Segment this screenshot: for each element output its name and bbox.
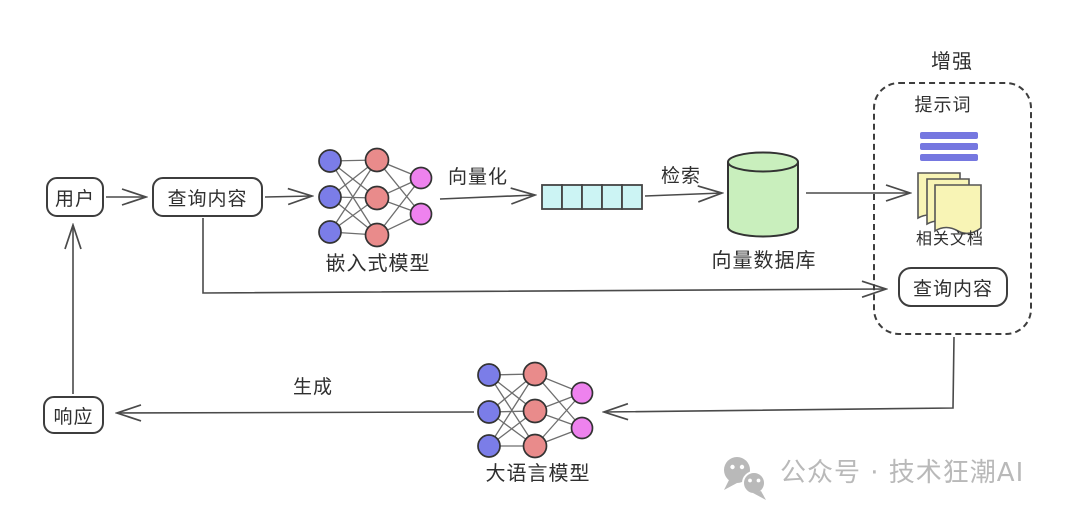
llm-network-icon: [477, 361, 594, 459]
generate-label: 生成: [292, 376, 333, 398]
wechat-icon: [724, 457, 766, 500]
vectorize-label: 向量化: [447, 166, 508, 188]
augment-group-box: [873, 82, 1032, 335]
related-docs-label: 相关文档: [915, 229, 984, 248]
arrow-query-to-embedding: [264, 196, 312, 197]
documents-stack-icon: [917, 172, 982, 235]
node-query-label: 查询内容: [167, 187, 248, 210]
arrow-embedding-to-vector: [439, 195, 535, 199]
arrow-augment-to-llm: [604, 336, 955, 412]
prompt-lines-icon: [920, 132, 978, 161]
arrow-llm-to-response: [117, 412, 475, 413]
node-user-label: 用户: [54, 187, 95, 210]
embedding-network-icon: [318, 147, 433, 248]
watermark: 公众号 · 技术狂潮AI: [720, 452, 1024, 489]
augment-label: 增强: [931, 49, 973, 73]
node-query-in-augment-label: 查询内容: [912, 277, 993, 300]
arrow-query-to-augment: [202, 218, 886, 293]
llm-label: 大语言模型: [485, 461, 591, 485]
node-query: 查询内容: [152, 177, 263, 217]
database-cylinder-icon: [727, 151, 799, 238]
vector-cells-icon: [541, 184, 643, 210]
node-query-in-augment: 查询内容: [898, 267, 1008, 307]
retrieve-label: 检索: [660, 165, 701, 187]
vector-db-label: 向量数据库: [711, 248, 817, 272]
prompt-label: 提示词: [914, 95, 972, 116]
node-user: 用户: [46, 177, 104, 217]
watermark-text: 公众号 · 技术狂潮AI: [780, 458, 1025, 488]
node-response-label: 响应: [53, 405, 94, 428]
embedding-model-label: 嵌入式模型: [325, 251, 431, 275]
arrow-vector-to-db: [644, 193, 722, 196]
node-response: 响应: [43, 396, 104, 434]
